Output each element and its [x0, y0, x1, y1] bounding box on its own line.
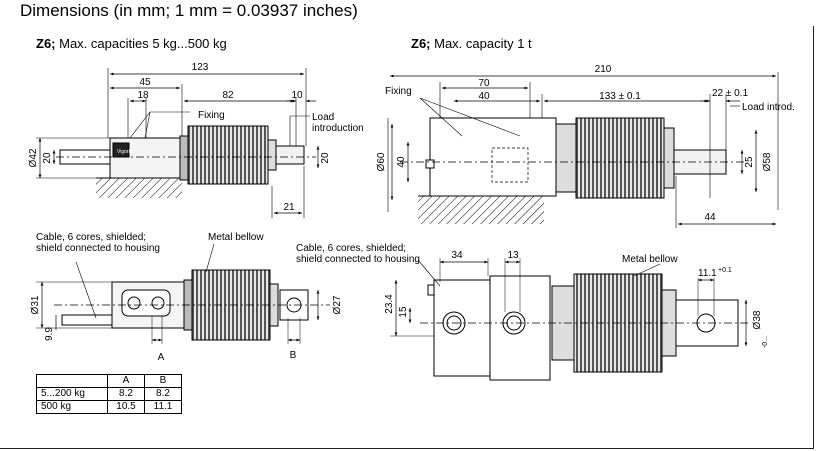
left-side-view — [36, 68, 320, 218]
table-header-cell: A — [107, 374, 145, 388]
label-bellow-right: Metal bellow — [622, 254, 678, 265]
label-load-2: introduction — [312, 123, 364, 134]
label-cable-left-1: Cable, 6 cores, shielded; — [36, 232, 146, 243]
dim-123: 123 — [192, 62, 209, 73]
right-caption: Z6; Max. capacity 1 t — [411, 36, 532, 51]
dim-133: 133 ± 0.1 — [599, 91, 641, 102]
dim-10: 10 — [291, 90, 303, 101]
table-header-cell — [36, 374, 108, 388]
table-cell: 5...200 kg — [36, 387, 108, 401]
dim-34: 34 — [451, 250, 463, 261]
dim-d58: Ø58 — [762, 152, 773, 171]
table-row: A B — [36, 374, 182, 388]
label-cable-left-2: shield connected to housing — [36, 243, 160, 254]
dim-d38: Ø38 — [752, 310, 763, 329]
frame-border-bottom — [0, 448, 814, 449]
dim-22: 22 ± 0.1 — [712, 88, 749, 99]
table-header-cell: B — [144, 374, 182, 388]
table-cell: 8.2 — [144, 387, 182, 401]
capacity-table: A B 5...200 kg 8.2 8.2 500 kg 10.5 11.1 — [36, 374, 182, 414]
dim-9-9: 9.9 — [44, 327, 55, 341]
dim-210: 210 — [595, 64, 612, 75]
dim-11-1: 11.1 — [698, 268, 717, 279]
dim-13: 13 — [507, 250, 519, 261]
label-cable-right-2: shield connected to housing — [296, 254, 420, 265]
label-A: A — [158, 352, 165, 363]
dim-d27: Ø27 — [332, 295, 343, 314]
dim-82: 82 — [222, 90, 234, 101]
label-fixing-right: Fixing — [385, 86, 412, 97]
label-bellow-left: Metal bellow — [208, 232, 264, 243]
dim-70: 70 — [478, 78, 490, 89]
dim-d60: Ø60 — [376, 152, 387, 171]
table-cell: 10.5 — [107, 400, 145, 414]
table-row: 5...200 kg 8.2 8.2 — [36, 387, 182, 401]
dim-18: 18 — [137, 90, 149, 101]
label-B: B — [290, 350, 297, 361]
table-cell: 11.1 — [144, 400, 182, 414]
left-caption: Z6; Max. capacities 5 kg...500 kg — [36, 36, 227, 51]
brand-label: Vigoritz — [117, 149, 134, 155]
dim-45: 45 — [139, 77, 151, 88]
left-top-view — [36, 243, 330, 344]
dim-44: 44 — [704, 212, 716, 223]
right-top-view — [390, 258, 750, 381]
table-row: 500 kg 10.5 11.1 — [36, 400, 182, 414]
frame-border-right — [813, 26, 814, 448]
dim-d42: Ø42 — [28, 148, 39, 167]
dim-20a: 20 — [42, 152, 53, 164]
dim-d31: Ø31 — [30, 295, 41, 314]
page-title: Dimensions (in mm; 1 mm = 0.03937 inches… — [20, 1, 358, 20]
dim-11-1-tolerance: +0.1 — [718, 267, 732, 274]
right-side-view — [387, 72, 779, 228]
label-load-1: Load — [312, 112, 334, 123]
dim-23-4: 23.4 — [384, 294, 395, 314]
table-cell: 500 kg — [36, 400, 108, 414]
label-load-introd: Load introd. — [742, 102, 795, 113]
dim-15: 15 — [398, 306, 409, 318]
dim-40v: 40 — [396, 156, 407, 168]
dim-21: 21 — [283, 202, 295, 213]
label-fixing-left: Fixing — [198, 110, 225, 121]
dim-25: 25 — [744, 156, 755, 168]
table-cell: 8.2 — [107, 387, 145, 401]
dim-20b: 20 — [320, 152, 331, 164]
label-cable-right-1: Cable, 6 cores, shielded; — [296, 243, 406, 254]
dim-40: 40 — [478, 91, 490, 102]
dim-d38-tolerance: -0... — [762, 336, 769, 348]
